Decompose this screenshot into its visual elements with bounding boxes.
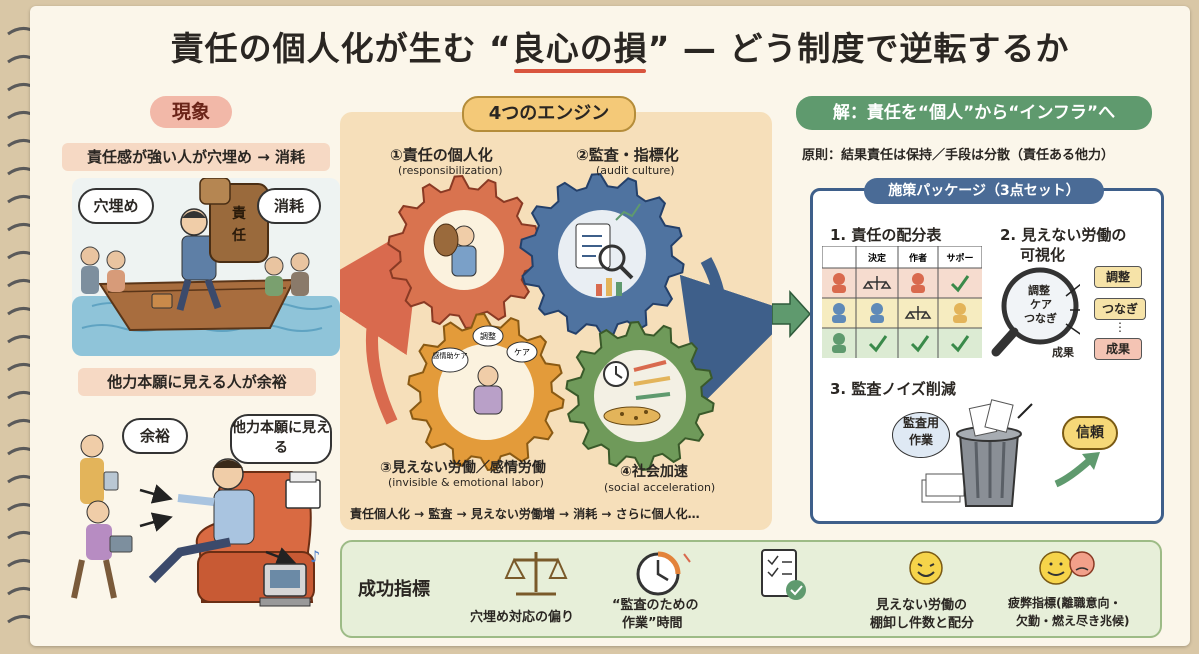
metric-2-line1: “監査のための xyxy=(612,598,699,613)
engines-label: 4つのエンジン xyxy=(462,96,636,132)
engine1-sub: (responsibilization) xyxy=(398,164,503,177)
page-title: 責任の個人化が生む “良心の損” — どう制度で逆転するか xyxy=(80,22,1160,70)
engine3-sub: (invisible & emotional labor) xyxy=(388,476,544,489)
title-after: ” — どう制度で逆転するか xyxy=(647,29,1070,68)
bubble-audit-line1: 監査用 xyxy=(902,416,939,430)
lens-line-3: つなぎ xyxy=(1024,312,1057,325)
tag-seika: 成果 xyxy=(1094,338,1142,360)
tag-chosei: 調整 xyxy=(1094,266,1142,288)
solution-label: 解：責任を“個人”から“インフラ”へ xyxy=(796,96,1152,130)
table-header-3: サポー xyxy=(946,252,973,264)
trash-can xyxy=(921,399,1033,507)
metric-2-line2: 作業”時間 xyxy=(622,616,683,631)
relaxed-scene: ♪ xyxy=(71,434,321,607)
metric-5-line2: 欠勤・燃え尽き兆候) xyxy=(1016,614,1130,628)
bubble-audit-work: 監査用 作業 xyxy=(892,412,950,458)
bubble-audit-line2: 作業 xyxy=(908,433,933,447)
phenomenon-caption-2: 他力本願に見える人が余裕 xyxy=(78,368,316,396)
allocation-table: 決定 作者 サポー xyxy=(822,246,982,358)
metrics-label: 成功指標 xyxy=(358,579,430,600)
item1-title: 1. 責任の配分表 xyxy=(830,226,942,244)
engine1-title: ①責任の個人化 xyxy=(390,146,493,164)
item2-title-line1: 2. 見えない労働の xyxy=(1000,226,1127,244)
loop-arrow-blue xyxy=(679,257,772,408)
svg-text:♪: ♪ xyxy=(310,547,320,566)
bubble-yoyu: 余裕 xyxy=(122,418,188,454)
solution-principle: 原則：結果責任は保持／手段は分散（責任ある他力） xyxy=(802,148,1115,163)
engine-loop-text: 責任個人化 → 監査 → 見えない労働増 → 消耗 → さらに個人化… xyxy=(350,507,700,521)
metric-5-line1: 疲弊指標(離職意向・ xyxy=(1008,596,1122,610)
bubble-anaume: 穴埋め xyxy=(78,188,154,224)
backpack-char-1: 責 xyxy=(232,205,246,222)
happy-sad-faces-icon xyxy=(1039,551,1095,585)
bubble-tariki: 他力本願に見える xyxy=(230,414,332,464)
engines-diagram: 感情助ケア 調整 ケア xyxy=(340,172,772,472)
table-header-2: 作者 xyxy=(909,252,927,264)
checklist-icon xyxy=(761,549,806,600)
loop-arrow-red xyxy=(340,221,423,425)
bubble-shomo: 消耗 xyxy=(257,188,321,224)
engine2-sub: (audit culture) xyxy=(596,164,675,177)
gear3-bubble-3: ケア xyxy=(514,348,530,357)
phenomenon-caption-1: 責任感が強い人が穴埋め → 消耗 xyxy=(62,143,330,171)
trust-badge: 信頼 xyxy=(1062,416,1118,450)
item2-title-line2: 可視化 xyxy=(1020,246,1066,264)
gear3-bubble-1: 感情助ケア xyxy=(433,351,468,360)
tag-ellipsis: ⋮ xyxy=(1114,320,1126,334)
trust-arrow xyxy=(1054,452,1100,488)
metric-4-line1: 見えない労働の xyxy=(876,598,968,613)
engine2-title: ②監査・指標化 xyxy=(576,146,679,164)
table-header-1: 決定 xyxy=(868,252,887,264)
gear3-bubble-2: 調整 xyxy=(480,331,496,341)
backpack-char-2: 任 xyxy=(231,227,246,244)
title-before: 責任の個人化が生む “ xyxy=(170,29,512,68)
engine4-title: ④社会加速 xyxy=(620,464,688,480)
metric-icons xyxy=(504,549,1095,600)
engine3-title: ③見えない労働／感情労働 xyxy=(380,460,546,476)
magnifier-lens xyxy=(991,267,1080,357)
metrics-panel xyxy=(340,540,1162,638)
smiley-face-icon xyxy=(909,551,943,585)
result-label: 成果 xyxy=(1052,346,1074,359)
package-label: 施策パッケージ（3点セット） xyxy=(864,178,1104,204)
title-highlight: 良心の損 xyxy=(511,29,648,68)
metric-4-line2: 棚卸し件数と配分 xyxy=(870,616,975,631)
item3-title: 3. 監査ノイズ削減 xyxy=(830,380,956,398)
balance-scale-icon xyxy=(504,552,568,596)
big-arrow xyxy=(772,290,812,338)
tag-tsunagi: つなぎ xyxy=(1094,298,1146,320)
lens-line-2: ケア xyxy=(1030,298,1052,311)
phenomenon-label: 現象 xyxy=(150,96,232,128)
engine4-sub: (social acceleration) xyxy=(604,481,716,494)
metric-1-line2: 穴埋め対応の偏り xyxy=(470,610,575,625)
timer-clock-icon xyxy=(636,551,691,596)
lens-line-1: 調整 xyxy=(1028,284,1050,297)
